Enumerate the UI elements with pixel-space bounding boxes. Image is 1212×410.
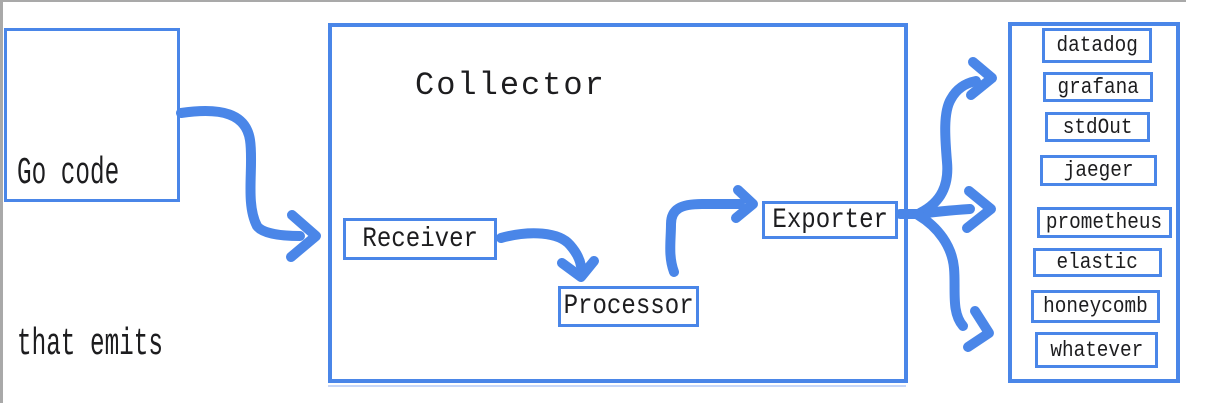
arrow-fanout-middle <box>915 204 975 219</box>
arrowhead-fanout-up-icon <box>966 57 997 100</box>
dest-label-prometheus: prometheus <box>1046 210 1163 235</box>
processor-label: Processor <box>563 291 694 322</box>
dest-box-prometheus: prometheus <box>1037 207 1172 238</box>
arrowhead-fanout-down-icon <box>963 306 994 352</box>
dest-box-jaeger: jaeger <box>1040 155 1157 186</box>
collector-shadow-line <box>328 385 906 387</box>
arrow-source-to-receiver <box>176 106 305 241</box>
dest-label-whatever: whatever <box>1050 337 1143 363</box>
processor-box: Processor <box>558 286 699 327</box>
dest-box-whatever: whatever <box>1035 332 1158 368</box>
dest-label-stdout: stdOut <box>1062 114 1133 140</box>
dest-box-stdout: stdOut <box>1045 112 1150 142</box>
go-code-text: Go code that emits metrics <box>17 31 163 410</box>
dest-label-elastic: elastic <box>1056 250 1139 275</box>
exporter-box: Exporter <box>762 201 898 239</box>
dest-box-elastic: elastic <box>1033 248 1162 277</box>
dest-label-jaeger: jaeger <box>1063 158 1134 183</box>
source-line-1: Go code <box>17 152 120 195</box>
exporter-label: Exporter <box>772 204 888 236</box>
dest-label-honeycomb: honeycomb <box>1043 294 1148 319</box>
dest-label-datadog: datadog <box>1056 33 1138 58</box>
arrowhead-source-to-receiver-icon <box>286 210 321 262</box>
arrowhead-fanout-middle-icon <box>962 186 996 233</box>
dest-label-grafana: grafana <box>1057 74 1139 100</box>
source-line-2: that emits <box>17 323 163 366</box>
dest-box-grafana: grafana <box>1043 72 1153 102</box>
window-top-border <box>0 0 1186 2</box>
arrow-fanout-up <box>915 76 981 218</box>
dest-box-datadog: datadog <box>1042 28 1152 63</box>
window-left-border <box>0 0 3 403</box>
dest-box-honeycomb: honeycomb <box>1031 290 1160 323</box>
collector-title: Collector <box>415 67 606 104</box>
arrow-fanout-down <box>913 210 968 331</box>
receiver-label: Receiver <box>362 223 478 255</box>
receiver-box: Receiver <box>343 218 497 260</box>
go-code-box: Go code that emits metrics <box>4 28 180 366</box>
